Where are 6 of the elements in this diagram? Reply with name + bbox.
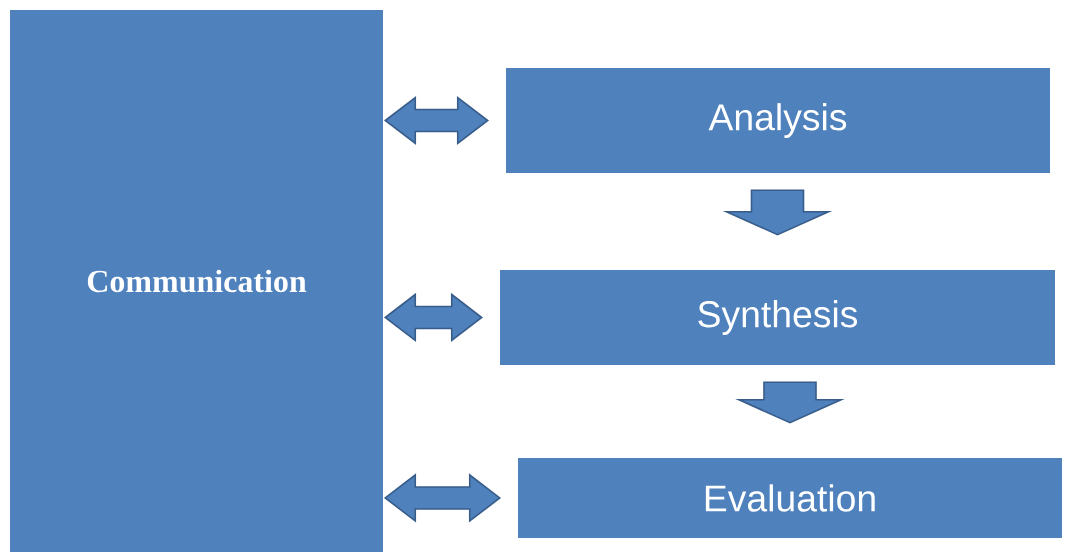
process-box: Synthesis [500,270,1055,365]
process-box: Communication [10,10,383,552]
block-arrow [735,381,845,424]
block-arrow [722,189,833,236]
process-box: Analysis [506,68,1050,173]
process-box: Evaluation [518,458,1062,538]
